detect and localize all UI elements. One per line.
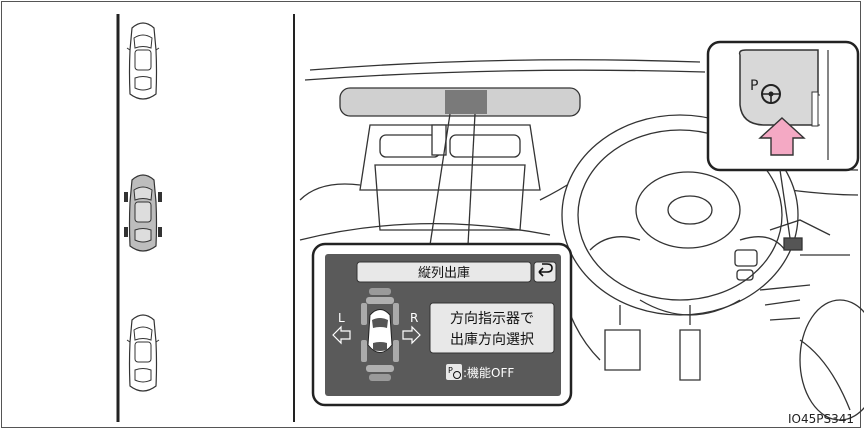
function-off-label: :機能OFF <box>463 365 514 380</box>
svg-text:P: P <box>448 366 453 375</box>
parking-scene <box>116 14 295 422</box>
parked-car-front <box>126 22 160 100</box>
switch-callout-line <box>779 169 791 239</box>
callout-lines <box>429 113 476 246</box>
press-arrow-icon <box>758 117 806 156</box>
right-arrow-icon <box>402 325 421 345</box>
switch-inset: P <box>706 40 860 172</box>
instruction-box <box>429 302 555 354</box>
screen-title: 縦列出庫 <box>418 266 470 281</box>
switch-p-letter: P <box>750 78 758 94</box>
center-display <box>445 90 487 114</box>
left-label: L <box>338 311 345 325</box>
instruction-line1: 方向指示器で <box>450 311 534 327</box>
title-bar <box>356 261 532 283</box>
p-assist-icon <box>446 364 462 380</box>
own-car <box>124 174 162 252</box>
parked-car-rear <box>126 314 160 392</box>
right-label: R <box>410 311 418 325</box>
left-arrow-icon <box>332 325 351 345</box>
return-arrow-icon <box>538 263 553 277</box>
instruction-line2: 出庫方向選択 <box>450 331 534 348</box>
figure-id: IO45PS341 <box>787 412 854 426</box>
screen-inset: 縦列出庫 L R 方向指示器で 出庫方向選択 P :機能OFF <box>311 242 573 407</box>
sonar-car-view <box>361 288 399 381</box>
